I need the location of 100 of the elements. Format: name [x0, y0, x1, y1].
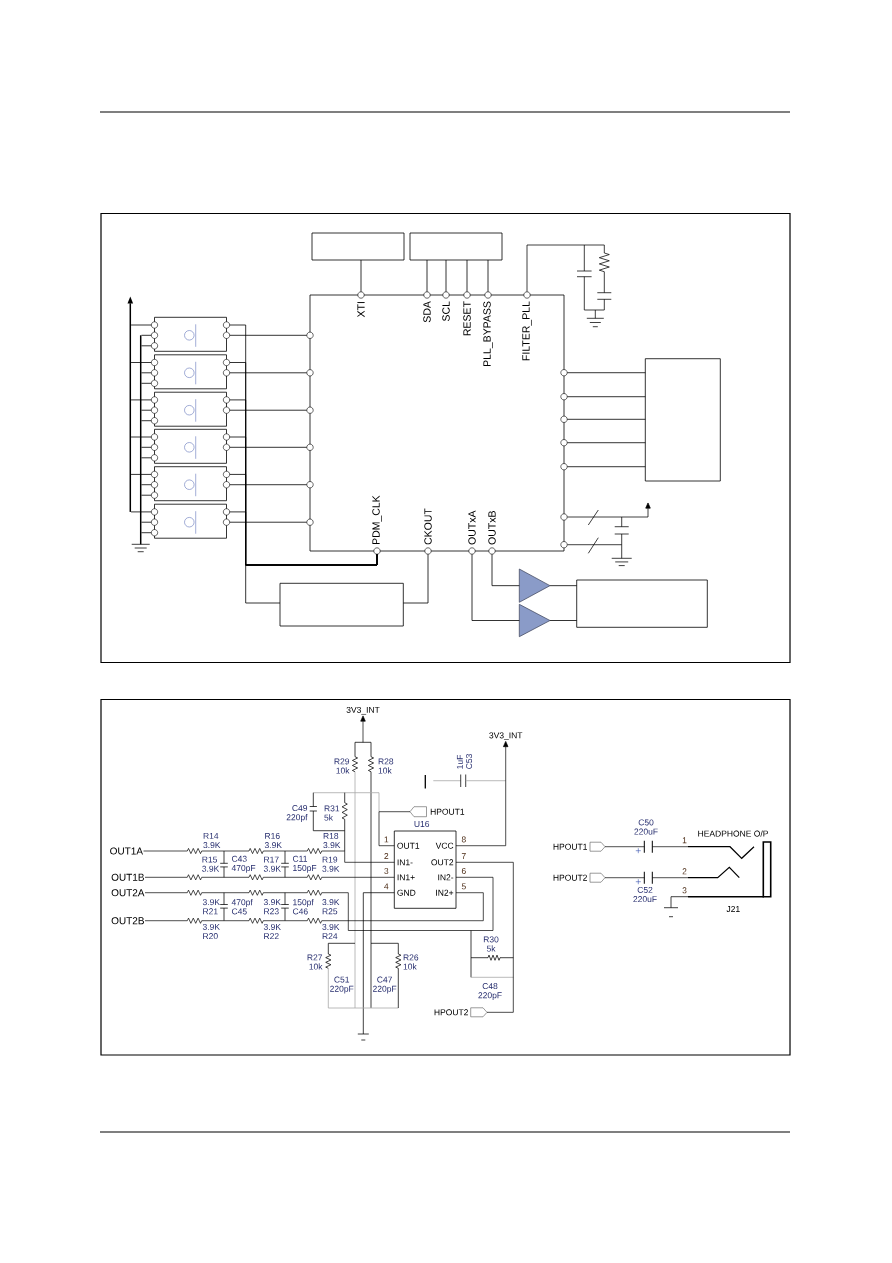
wire [141, 521, 152, 523]
component-label: R27 10k [307, 954, 323, 970]
wire [141, 484, 152, 486]
component-label: R31 5k [324, 805, 340, 821]
wire [141, 345, 152, 347]
component-label: R28 10k [378, 758, 394, 774]
pin-label: OUTxA [468, 510, 476, 545]
jack-label: J21 [726, 906, 740, 912]
wire [141, 532, 152, 534]
net-label: 3V3_INT [489, 732, 523, 740]
pin-label: PDM_CLK [372, 495, 382, 545]
component-label: C43 470pF [231, 855, 256, 873]
pin-number: 5 [461, 883, 466, 890]
component-label: C49 220pf [286, 805, 308, 822]
port-label: HPOUT2 [553, 874, 587, 881]
component-label: 3.9K R22 [263, 923, 281, 940]
wire [130, 324, 152, 326]
component-label: 3.9K R20 [202, 923, 220, 940]
component-label: C52 220uF [633, 886, 657, 903]
wire [402, 553, 429, 604]
component-label: 3.9K R21 [202, 899, 220, 915]
wire [455, 861, 514, 1013]
wire [130, 511, 152, 513]
wire [445, 259, 447, 293]
wire [130, 362, 152, 363]
arrow [455, 741, 509, 847]
component-label: R18 3.9K [323, 832, 341, 849]
wire [566, 396, 646, 398]
component-label: R16 3.9K [264, 832, 282, 849]
pin-number: 3 [384, 868, 389, 874]
pin-label: GND [397, 889, 416, 896]
wire [229, 484, 308, 486]
wire [229, 372, 308, 374]
pin-label: RESET [463, 301, 471, 336]
wire [566, 466, 646, 468]
component-label: 470pf C45 [231, 899, 253, 915]
port-label: HPOUT1 [553, 843, 587, 850]
wire [651, 877, 689, 879]
wire [566, 372, 646, 374]
pin-label: SCL [442, 301, 450, 322]
wire [144, 876, 494, 931]
pin-number: 2 [682, 868, 687, 875]
signal-label: OUT1B [111, 873, 144, 881]
block-box [644, 358, 721, 482]
pin-label: XTI [357, 302, 365, 318]
block-box [311, 232, 405, 261]
component-label: C50 220uF [634, 819, 658, 835]
signal-label: OUT1A [110, 847, 143, 855]
jack-label: HEADPHONE O/P [698, 830, 768, 837]
pin-label: OUT2 [431, 859, 454, 866]
wire [143, 848, 395, 863]
pin-number: 8 [461, 836, 466, 843]
component-label: 1uF C53 [456, 754, 473, 769]
pin-label: IN1+ [397, 874, 415, 881]
wire [549, 620, 578, 621]
wire [491, 553, 520, 587]
wire [604, 846, 645, 848]
wire [466, 259, 468, 293]
component-label: C51 220pF [330, 976, 354, 994]
wire [229, 521, 308, 523]
wire [141, 372, 152, 374]
wire [229, 446, 308, 448]
signal-label: OUT2A [111, 889, 145, 897]
pin-label: OUT1 [397, 842, 420, 849]
arrow [360, 715, 366, 743]
pin-number: 1 [384, 836, 389, 843]
wire [130, 436, 152, 438]
component-label: R26 10k [403, 954, 419, 970]
block-box [409, 232, 503, 261]
pin-number: 1 [682, 837, 687, 844]
component-label: 3.9K R23 [263, 899, 281, 915]
wire [566, 442, 646, 444]
component-label: 150pf C46 [292, 899, 314, 915]
wire [144, 874, 395, 881]
component-label: C48 220pF [478, 983, 502, 1000]
pin-number: 3 [682, 887, 687, 894]
wire [141, 334, 152, 336]
port-label: HPOUT1 [430, 808, 465, 815]
wire [487, 259, 489, 293]
bus-bar [139, 335, 142, 545]
wire [360, 259, 362, 293]
pin-label: SDA [423, 301, 431, 323]
pin-label: OUTxB [488, 511, 496, 545]
block-box [279, 582, 404, 627]
wire [130, 399, 152, 401]
bus-bar [127, 296, 134, 512]
wire [471, 553, 520, 621]
pin-number: 2 [384, 853, 389, 859]
component-label: R17 3.9K [263, 856, 281, 872]
pin-label: PLL_BYPASS [483, 301, 493, 366]
net-label: 3V3_INT [346, 706, 380, 715]
amplifier-triangle [518, 603, 551, 638]
wire [651, 846, 689, 848]
pin-label: IN2+ [436, 889, 454, 896]
component-label: 3.9K R25 [322, 899, 340, 915]
pin-label: IN1- [397, 859, 413, 866]
wire [549, 585, 578, 587]
wire [426, 259, 428, 293]
wire [144, 892, 484, 924]
pin-number: 4 [384, 883, 389, 890]
